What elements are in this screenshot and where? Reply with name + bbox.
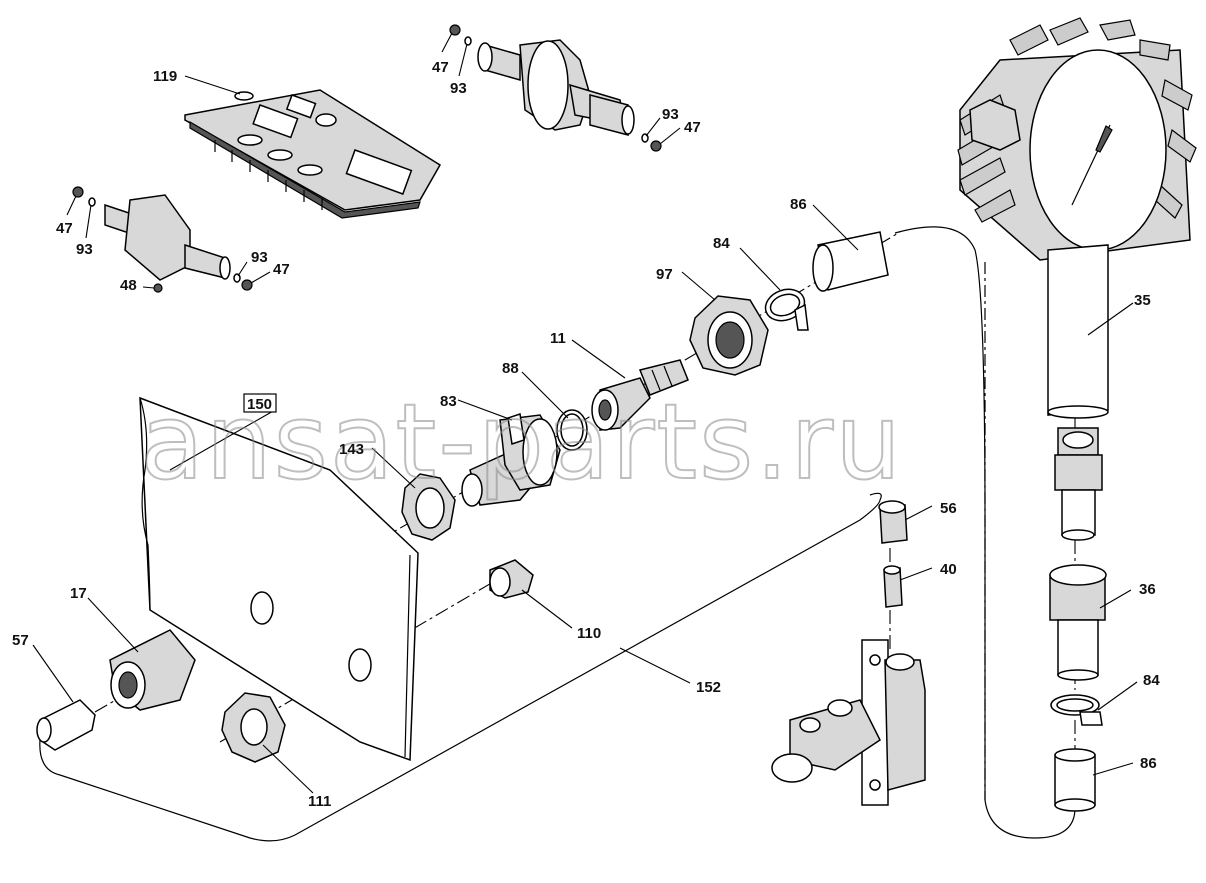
gland-17: [109, 629, 196, 711]
callout-83: 83: [440, 393, 457, 410]
callout-17: 17: [70, 585, 87, 602]
clamp-84-top: [764, 288, 809, 331]
nut-111: [221, 692, 286, 763]
callout-97: 97: [656, 266, 673, 283]
callout-152: 152: [696, 679, 721, 696]
coupler-36: [1049, 564, 1107, 681]
nipple-40: [883, 565, 903, 608]
pressure-gauge-35: [957, 17, 1197, 419]
sleeve-86-top: [812, 231, 889, 292]
clamp-84-bottom: [1050, 694, 1103, 726]
plug-57: [36, 699, 96, 751]
nut-97: [689, 295, 769, 376]
callout-47: 47: [432, 59, 449, 76]
hose-fitting-11: [591, 359, 689, 431]
hose-152: [39, 226, 1076, 842]
callout-47: 47: [56, 220, 73, 237]
callout-93: 93: [450, 80, 467, 97]
nut-143: [401, 473, 456, 541]
callout-88: 88: [502, 360, 519, 377]
callout-93: 93: [76, 241, 93, 258]
callout-93: 93: [251, 249, 268, 266]
leader-lines: [32, 32, 1138, 794]
circuit-board-119: [184, 89, 442, 219]
callout-84: 84: [713, 235, 730, 252]
coupler-plug: [1054, 427, 1103, 541]
callout-86: 86: [790, 196, 807, 213]
callout-47: 47: [273, 261, 290, 278]
plug-110: [489, 559, 534, 599]
callout-84: 84: [1143, 672, 1160, 689]
callout-56: 56: [940, 500, 957, 517]
callout-150-box: [243, 393, 277, 413]
callout-93: 93: [662, 106, 679, 123]
panel-150: [139, 396, 419, 762]
shaft-assembly-left: [72, 186, 253, 293]
callout-40: 40: [940, 561, 957, 578]
callout-labels: 119 47 93 93 47 47 93 93 47 48 86 84 97 …: [12, 59, 1160, 810]
callout-119: 119: [153, 68, 177, 85]
callout-86: 86: [1140, 755, 1157, 772]
shaft-assembly-top: [449, 24, 662, 152]
callout-110: 110: [577, 625, 601, 642]
callout-47: 47: [684, 119, 701, 136]
callout-36: 36: [1139, 581, 1156, 598]
manifold-block: [771, 639, 926, 806]
sleeve-86-bottom: [1054, 748, 1096, 812]
o-ring-88: [556, 409, 588, 451]
callout-150: 150: [247, 396, 272, 413]
callout-143: 143: [339, 441, 364, 458]
cap-56: [878, 500, 908, 544]
callout-35: 35: [1134, 292, 1151, 309]
callout-48: 48: [120, 277, 137, 294]
callout-57: 57: [12, 632, 29, 649]
callout-11: 11: [550, 330, 566, 347]
valve-83: [461, 413, 561, 507]
callout-111: 111: [308, 793, 331, 810]
